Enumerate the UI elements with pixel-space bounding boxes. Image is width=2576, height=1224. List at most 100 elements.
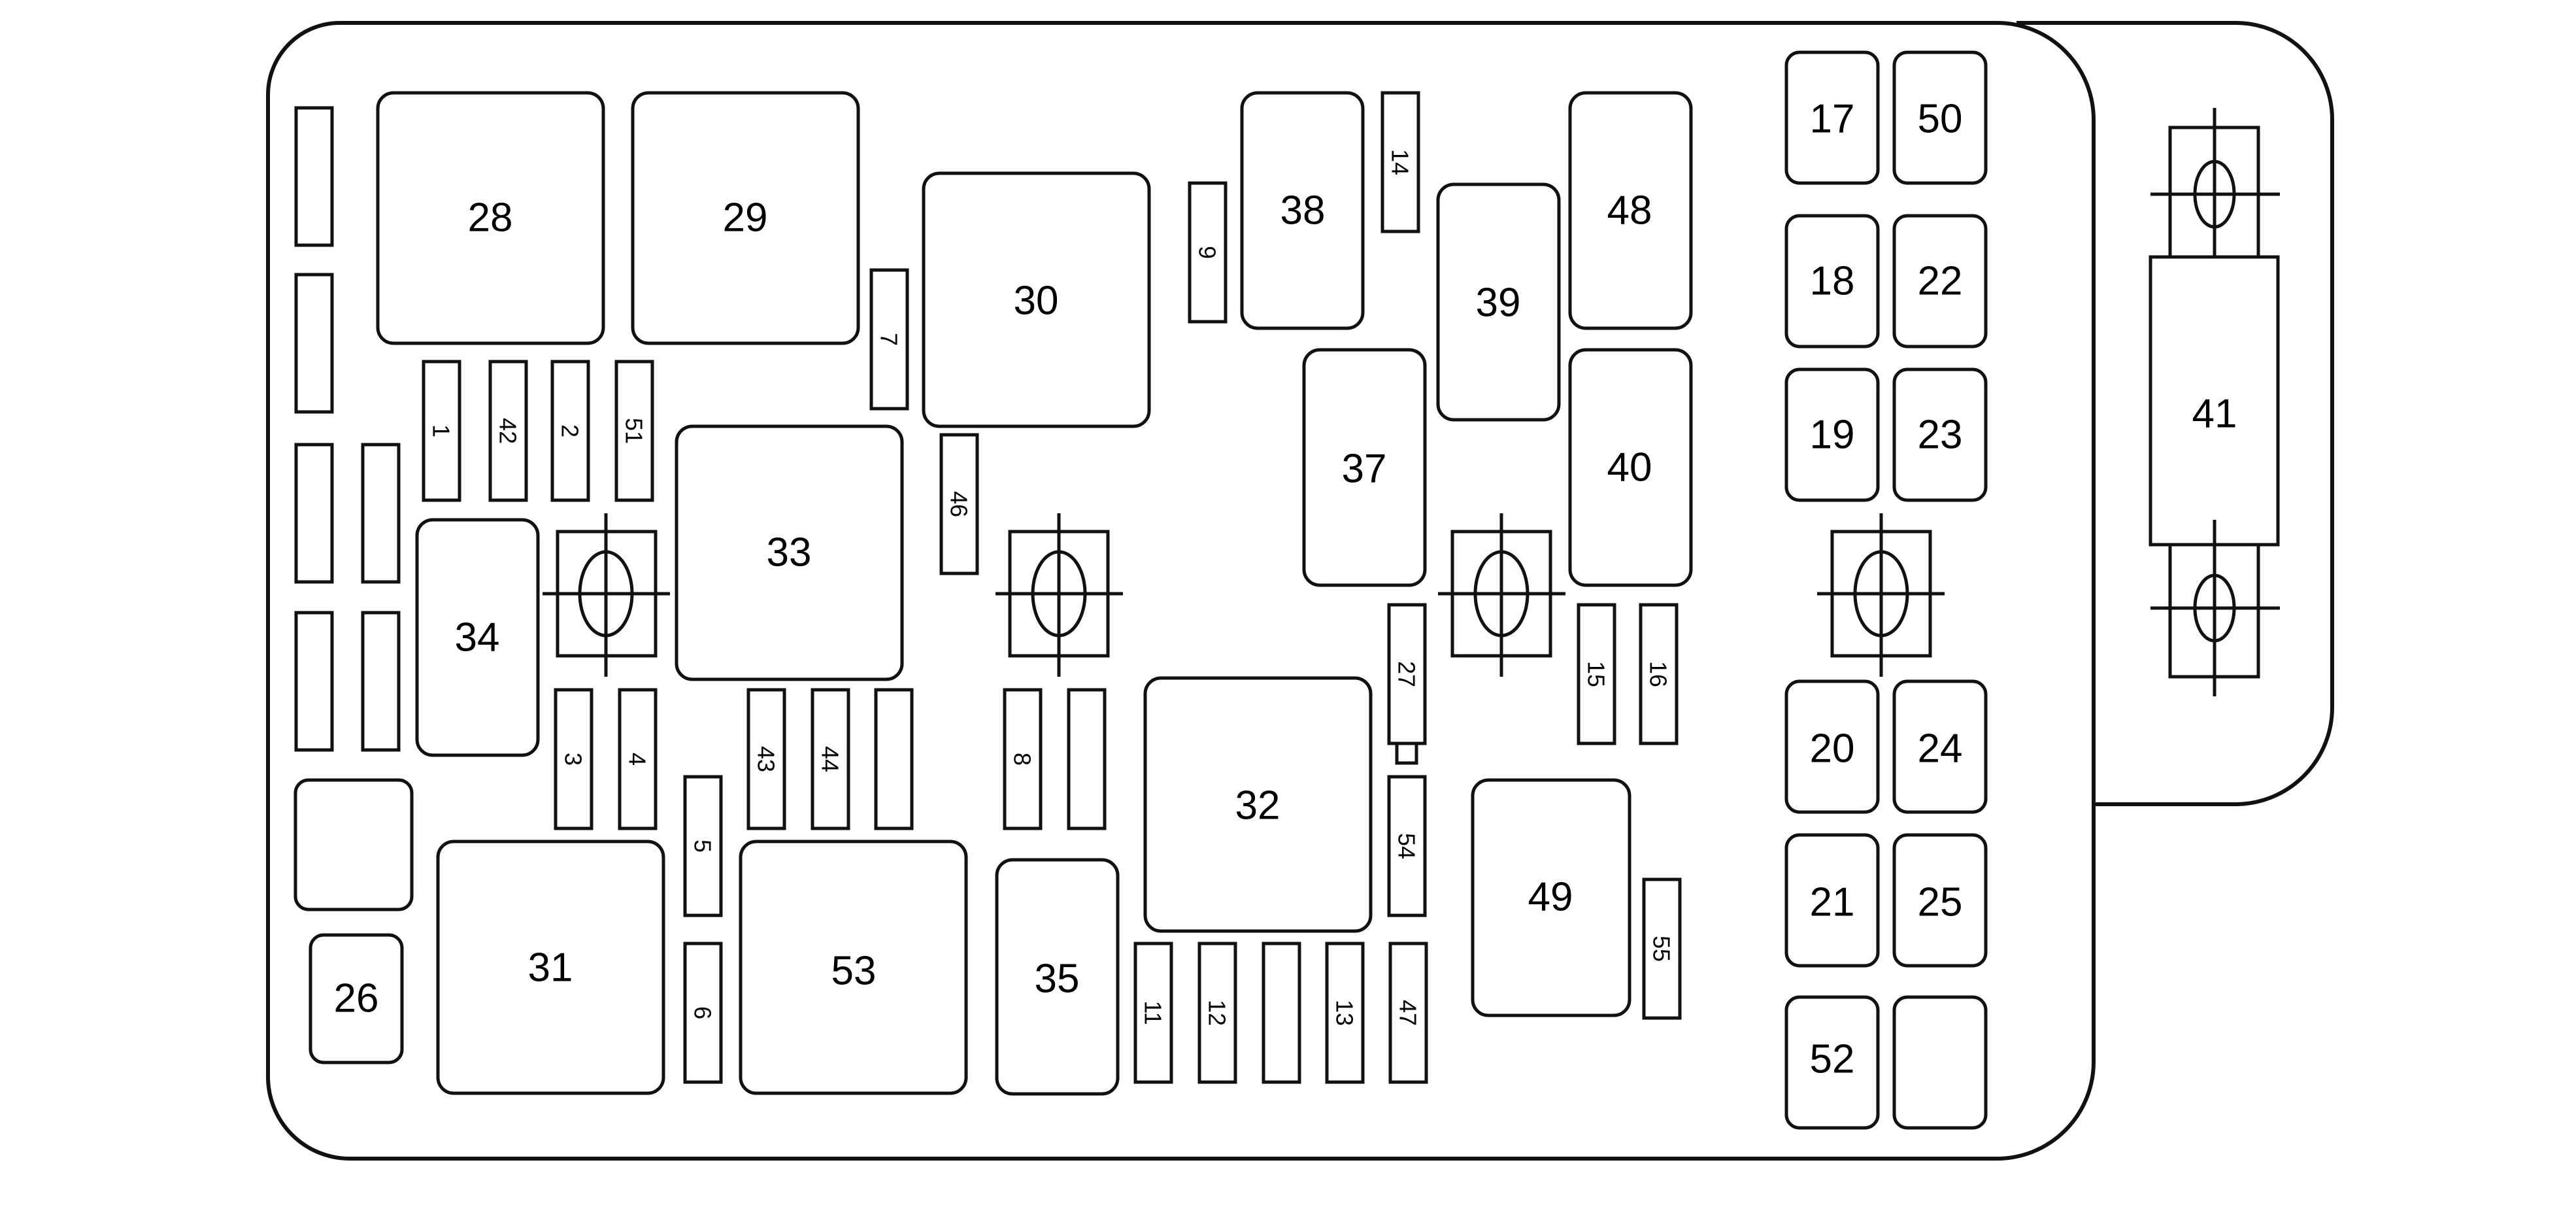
relay-32: 32: [1143, 676, 1373, 933]
fuse-9-label: 9: [1194, 246, 1221, 259]
relay-37: 37: [1302, 348, 1427, 587]
fuse-15: 15: [1577, 603, 1616, 745]
fuse-3-label: 3: [560, 753, 587, 766]
fuse-19: 19: [1784, 367, 1880, 502]
fuse-27-tab: [1395, 741, 1418, 765]
fuse-46: 46: [939, 433, 979, 575]
fuse-16: 16: [1639, 603, 1679, 745]
fuse-slot-blank: [874, 688, 914, 830]
relay-35-label: 35: [1035, 957, 1080, 1002]
fuse-11: 11: [1133, 942, 1173, 1084]
relay-49-label: 49: [1528, 875, 1573, 920]
fuse-13: 13: [1325, 942, 1365, 1084]
fuse-44-label: 44: [817, 746, 844, 772]
relay-39-label: 39: [1476, 280, 1521, 326]
fuse-13-label: 13: [1331, 1000, 1358, 1026]
fuse-20-label: 20: [1810, 726, 1855, 772]
relay-39: 39: [1436, 182, 1561, 422]
relay-40-label: 40: [1607, 445, 1652, 490]
fuse-1: 1: [422, 360, 461, 502]
fuse-24-label: 24: [1918, 726, 1963, 772]
relay-29: 29: [631, 91, 860, 345]
fuse-14-label: 14: [1387, 149, 1414, 175]
relay-31-label: 31: [528, 945, 573, 991]
fuse-18-label: 18: [1810, 259, 1855, 304]
relay-33-label: 33: [767, 530, 812, 575]
relay-53-label: 53: [831, 949, 877, 994]
fuse-6: 6: [683, 942, 723, 1084]
fuse-55-label: 55: [1648, 936, 1675, 962]
fuse-25: 25: [1892, 833, 1988, 968]
fuse-slot-blank: [361, 443, 401, 584]
fuse-52-label: 52: [1810, 1037, 1855, 1082]
fuse-24: 24: [1892, 679, 1988, 814]
fuse-3: 3: [554, 688, 594, 830]
relay-49: 49: [1471, 778, 1631, 1017]
fuse-11-label: 11: [1140, 1000, 1167, 1025]
fuse-26: 26: [309, 933, 404, 1064]
fuse-19-label: 19: [1810, 413, 1855, 458]
fuse-41: 41: [2149, 255, 2280, 547]
fuse-7-label: 7: [876, 333, 903, 346]
relay-28: 28: [376, 91, 605, 345]
relay-40: 40: [1568, 348, 1693, 587]
relay-31: 31: [436, 840, 665, 1095]
fuse-51-label: 51: [621, 418, 648, 444]
fuse-slot-blank: [361, 611, 401, 752]
fuse-7: 7: [869, 268, 909, 411]
fuse-21-label: 21: [1810, 880, 1855, 925]
fuse-5-label: 5: [690, 840, 716, 853]
fuse-16-label: 16: [1645, 661, 1672, 687]
fuse-51: 51: [614, 360, 654, 502]
mounting-bolt-3: [1438, 513, 1565, 677]
relay-34: 34: [415, 518, 540, 757]
fuse-8-label: 8: [1009, 753, 1036, 766]
fuse-15-label: 15: [1583, 661, 1610, 687]
fuse-42: 42: [488, 360, 528, 502]
relay-38-label: 38: [1280, 188, 1326, 233]
fuse-14: 14: [1380, 91, 1420, 233]
fuse-slot-blank: [1067, 688, 1107, 830]
fuse-20: 20: [1784, 679, 1880, 814]
fuse-46-label: 46: [946, 491, 973, 517]
fuse-43-label: 43: [753, 746, 780, 772]
relay-34-label: 34: [455, 615, 500, 660]
fuse-47: 47: [1388, 942, 1428, 1084]
fuse-26-label: 26: [334, 976, 379, 1021]
fuse-52: 52: [1784, 995, 1880, 1130]
fuse-17: 17: [1784, 50, 1880, 185]
mounting-bolt-1: [543, 513, 670, 677]
fuse-18: 18: [1784, 214, 1880, 348]
relay-35: 35: [995, 858, 1120, 1096]
relay-28-label: 28: [468, 196, 513, 241]
relay-29-label: 29: [723, 196, 768, 241]
fuse-21: 21: [1784, 833, 1880, 968]
relay-48: 48: [1568, 91, 1693, 330]
fuse-5: 5: [683, 775, 723, 917]
fuse-12-label: 12: [1204, 1000, 1231, 1026]
fuse-54: 54: [1387, 775, 1427, 917]
fuse-43: 43: [746, 688, 786, 830]
fuse-22-label: 22: [1918, 259, 1963, 304]
mounting-bolt-4: [1817, 513, 1945, 677]
fuse-slot-blank: [294, 443, 334, 584]
fuse-50-label: 50: [1918, 97, 1963, 142]
fuse-8: 8: [1003, 688, 1043, 830]
fuse-17-label: 17: [1810, 97, 1855, 142]
fuse-25-label: 25: [1918, 880, 1963, 925]
fuse-23-label: 23: [1918, 413, 1963, 458]
fuse-slot-blank: [294, 611, 334, 752]
relay-53: 53: [739, 840, 968, 1095]
blank-fuse-right: [1892, 995, 1988, 1130]
fuse-27: 27: [1387, 603, 1427, 765]
fuse-block-extension-outline: [2016, 21, 2334, 806]
fuse-47-label: 47: [1395, 1000, 1422, 1026]
relay-38: 38: [1240, 91, 1365, 330]
fuse-9: 9: [1188, 181, 1228, 324]
fuse-slot-blank: [294, 106, 334, 247]
relay-32-label: 32: [1235, 783, 1280, 828]
stud-fuse-41-bottom: [2150, 520, 2280, 696]
fuse-27-label: 27: [1394, 661, 1420, 687]
fuse-4: 4: [618, 688, 658, 830]
